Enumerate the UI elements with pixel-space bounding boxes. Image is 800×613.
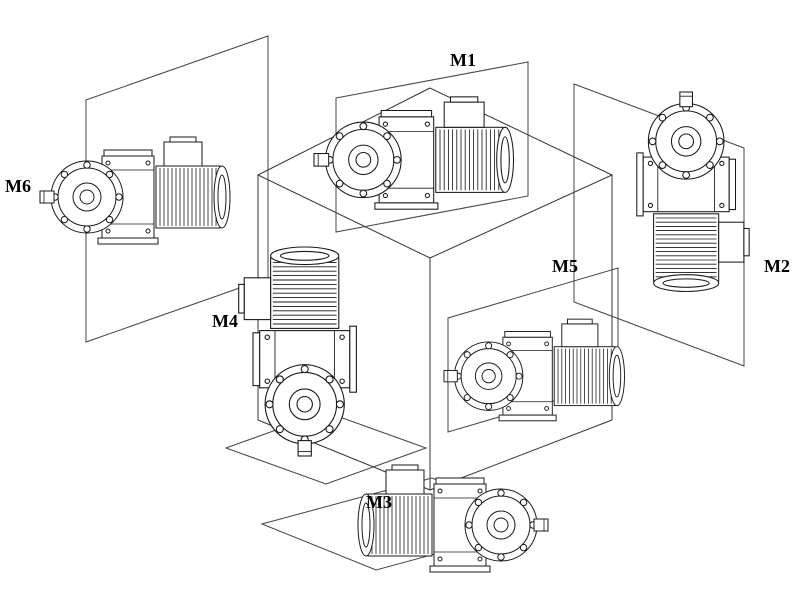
- cube-top-face: [256, 87, 614, 259]
- gearmotor-m5: [443, 318, 625, 422]
- gearmotor-m3: [357, 464, 549, 573]
- label-m2: M2: [764, 256, 790, 276]
- label-m1: M1: [450, 50, 476, 70]
- mounting-plane-m1: [335, 61, 529, 233]
- gearmotor-m6: [39, 136, 231, 245]
- label-m3: M3: [366, 492, 392, 512]
- label-m5: M5: [552, 256, 578, 276]
- gearmotor-m4: [238, 246, 357, 457]
- gearmotor-m2: [636, 91, 750, 293]
- label-m4: M4: [212, 311, 238, 331]
- label-m6: M6: [5, 176, 31, 196]
- gearmotor-m1: [313, 96, 515, 210]
